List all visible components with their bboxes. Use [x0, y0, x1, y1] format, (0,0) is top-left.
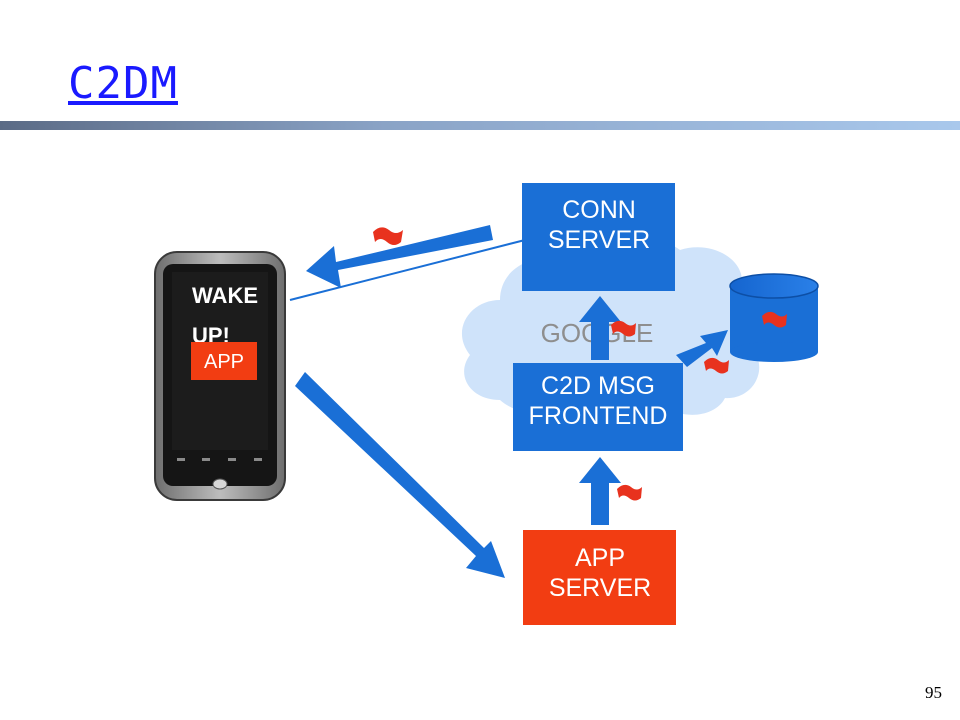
message-flag-icon — [611, 320, 636, 337]
phone-app-label: APP — [204, 351, 244, 373]
conn-server-line1: CONN — [562, 196, 636, 224]
message-flag-icon — [373, 227, 403, 245]
trackball-icon — [212, 478, 228, 490]
message-flag-icon — [704, 357, 729, 374]
arrow-conn-to-phone — [289, 225, 526, 301]
frontend-line1: C2D MSG — [541, 372, 655, 400]
frontend-box — [513, 363, 683, 451]
title-divider — [0, 121, 960, 130]
phone-app-box — [191, 342, 257, 380]
arrow-appserver-to-frontend — [579, 457, 621, 525]
arrow-phone-to-appserver — [295, 372, 505, 578]
frontend-line2: FRONTEND — [529, 402, 668, 430]
app-server-box — [523, 530, 676, 625]
message-flag-icon — [617, 484, 642, 501]
page-number: 95 — [925, 683, 942, 702]
arrow-frontend-to-db — [676, 330, 728, 367]
conn-server-line2: SERVER — [548, 226, 650, 254]
arrow-frontend-to-conn — [579, 296, 621, 360]
phone-nav-icons — [177, 458, 262, 461]
conn-server-box — [522, 183, 675, 291]
slide-title: C2DM — [68, 58, 178, 109]
phone-wake-text: WAKE — [192, 283, 258, 308]
app-server-line1: APP — [575, 544, 625, 572]
message-flag-icon — [762, 311, 787, 328]
app-server-line2: SERVER — [549, 574, 651, 602]
